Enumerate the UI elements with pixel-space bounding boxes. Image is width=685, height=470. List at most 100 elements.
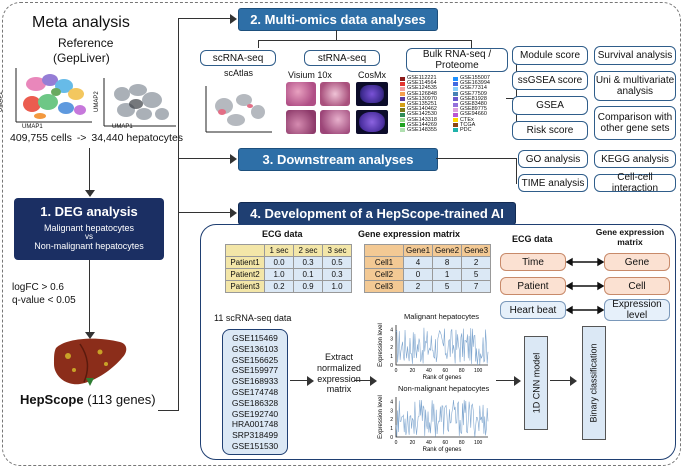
bulk-dataset-label: GSE155007 (460, 75, 490, 81)
map-gene: Gene (604, 253, 670, 271)
ecg-header-cell: 2 sec (293, 244, 323, 257)
gene-header-cell (364, 244, 404, 257)
analysis-kegg: KEGG analysis (594, 150, 676, 168)
ecg-cell: 0.3 (322, 268, 352, 281)
bulk-dataset-label: GSE77314 (460, 85, 487, 92)
arrow-head-plots (370, 376, 377, 386)
scrna-dataset-item: GSE174748 (231, 386, 279, 397)
bulk-dataset-item: GSE140462 (400, 106, 437, 112)
bulk-dataset-label: GSE130970 (407, 95, 437, 102)
bulk-dataset-item: GSE83480 (453, 100, 490, 107)
plot-xtick: 100 (474, 368, 483, 374)
extract-label: Extract normalized expression matrix (316, 352, 362, 395)
plot-ylabel: Expression level (378, 323, 384, 367)
gene-matrix-title: Gene expression matrix (358, 229, 461, 239)
sec3-bracket (516, 158, 518, 184)
umap2-y-label: UMAP2 (94, 91, 100, 112)
plot2-title: Non-malignant hepatocytes (398, 384, 490, 393)
hepscope-label: HepScope (113 genes) (20, 392, 156, 407)
umap1-x-label: UMAP1 (22, 124, 43, 130)
ecg-cell: 1.0 (264, 268, 294, 281)
liver-icon (54, 338, 127, 386)
arrow-head-hepscope (85, 332, 95, 339)
binary-classification-box: Binary classification (582, 326, 606, 440)
arrow-plots-to-cnn (496, 380, 516, 382)
bulk-dataset-label: GSE83480 (460, 100, 487, 107)
reference-name: (GepLiver) (53, 51, 110, 65)
gene-cell: 2 (402, 280, 434, 293)
plot-xtick: 20 (410, 440, 416, 446)
scrna-dataset-item: GSE168933 (231, 376, 279, 387)
map-arrows (566, 257, 604, 315)
connector-vertical (178, 18, 180, 410)
arrow-head-cnn (514, 376, 521, 386)
bulk-dataset-swatch (453, 128, 458, 133)
gene-cell: 7 (461, 280, 492, 293)
plot-ytick: 2 (390, 417, 393, 423)
ecg-cell: Patient1 (225, 256, 265, 269)
connector-to-sec4 (178, 212, 232, 214)
arrow-head-sec4 (230, 208, 237, 218)
bulk-dataset-swatch (400, 107, 405, 112)
hepscope-genes: (113 genes) (87, 392, 156, 407)
bulk-dataset-label: GSE144269 (407, 121, 437, 128)
cnn-model-box: 1D CNN model (524, 336, 548, 430)
connector-to-sec3 (178, 158, 232, 160)
arrow-meta-to-deg (89, 148, 91, 192)
plot-ytick: 1 (390, 426, 393, 432)
connector-to-sec2 (178, 18, 232, 20)
analysis-cell-cell: Cell-cell interaction (594, 172, 676, 194)
scrna-dataset-item: SRP318499 (232, 430, 278, 441)
cells-count-text: 409,755 cells (10, 132, 72, 144)
map-heart-beat: Heart beat (500, 301, 566, 319)
plot-xtick: 60 (443, 440, 449, 446)
umap2-x-label: UMAP1 (112, 124, 133, 130)
analysis-comparison: Comparison with other gene sets (594, 106, 676, 140)
analysis-module-score: Module score (512, 46, 588, 65)
deg-title: 1. DEG analysis (40, 204, 138, 219)
ecg-header-cell: 3 sec (322, 244, 352, 257)
ecg-header-cell (225, 244, 265, 257)
map-gene-title: Gene expression matrix (595, 227, 665, 247)
sec2-right-connector (506, 98, 516, 100)
bulk-dataset-item: GSE142530 (400, 111, 437, 117)
bulk-dataset-label: GSE148355 (407, 126, 437, 133)
umap-hepatocyte-plot (103, 78, 176, 127)
plot-axis (395, 325, 488, 366)
sec2-bracket-left (258, 40, 260, 48)
scrna-dataset-item: GSE151530 (231, 440, 279, 451)
bulk-dataset-swatch (453, 92, 458, 97)
visium-tissue-1 (286, 82, 316, 106)
cosmx-label: CosMx (358, 70, 387, 80)
bulk-dataset-label: GSE94660 (460, 111, 487, 118)
arrow-head-deg (85, 190, 95, 197)
scrna-dataset-item: GSE156625 (231, 354, 279, 365)
ecg-cell: 0.5 (322, 256, 352, 269)
scrna-dataset-item: GSE192740 (231, 408, 279, 419)
bulk-dataset-item: CTEx (453, 117, 490, 123)
bulk-dataset-item: GSE77509 (453, 91, 490, 97)
bulk-dataset-swatch (453, 112, 458, 117)
umap1-y-label: UMAP2 (0, 91, 4, 112)
gene-cell: 5 (461, 268, 492, 281)
deg-analysis-box: 1. DEG analysis Malignant hepatocytes vs… (14, 198, 164, 260)
criteria-logfc: logFC > 0.6 (12, 282, 64, 293)
bulk-dataset-label: GSE143318 (407, 116, 437, 123)
plot-ytick: 3 (390, 408, 393, 414)
map-cell: Cell (604, 277, 670, 295)
bulk-dataset-label: GSE124535 (407, 85, 437, 92)
analysis-survival: Survival analysis (594, 46, 676, 65)
section3-title: 3. Downstream analyses (238, 148, 438, 171)
gene-cell: Cell2 (364, 268, 404, 281)
analysis-ssgsea-score: ssGSEA score (512, 71, 588, 90)
bulk-dataset-swatch (400, 92, 405, 97)
gene-header-cell: Gene3 (461, 244, 492, 257)
plot-xtick: 80 (459, 368, 465, 374)
gene-cell: 5 (432, 280, 463, 293)
bulk-dataset-swatch (400, 97, 405, 102)
